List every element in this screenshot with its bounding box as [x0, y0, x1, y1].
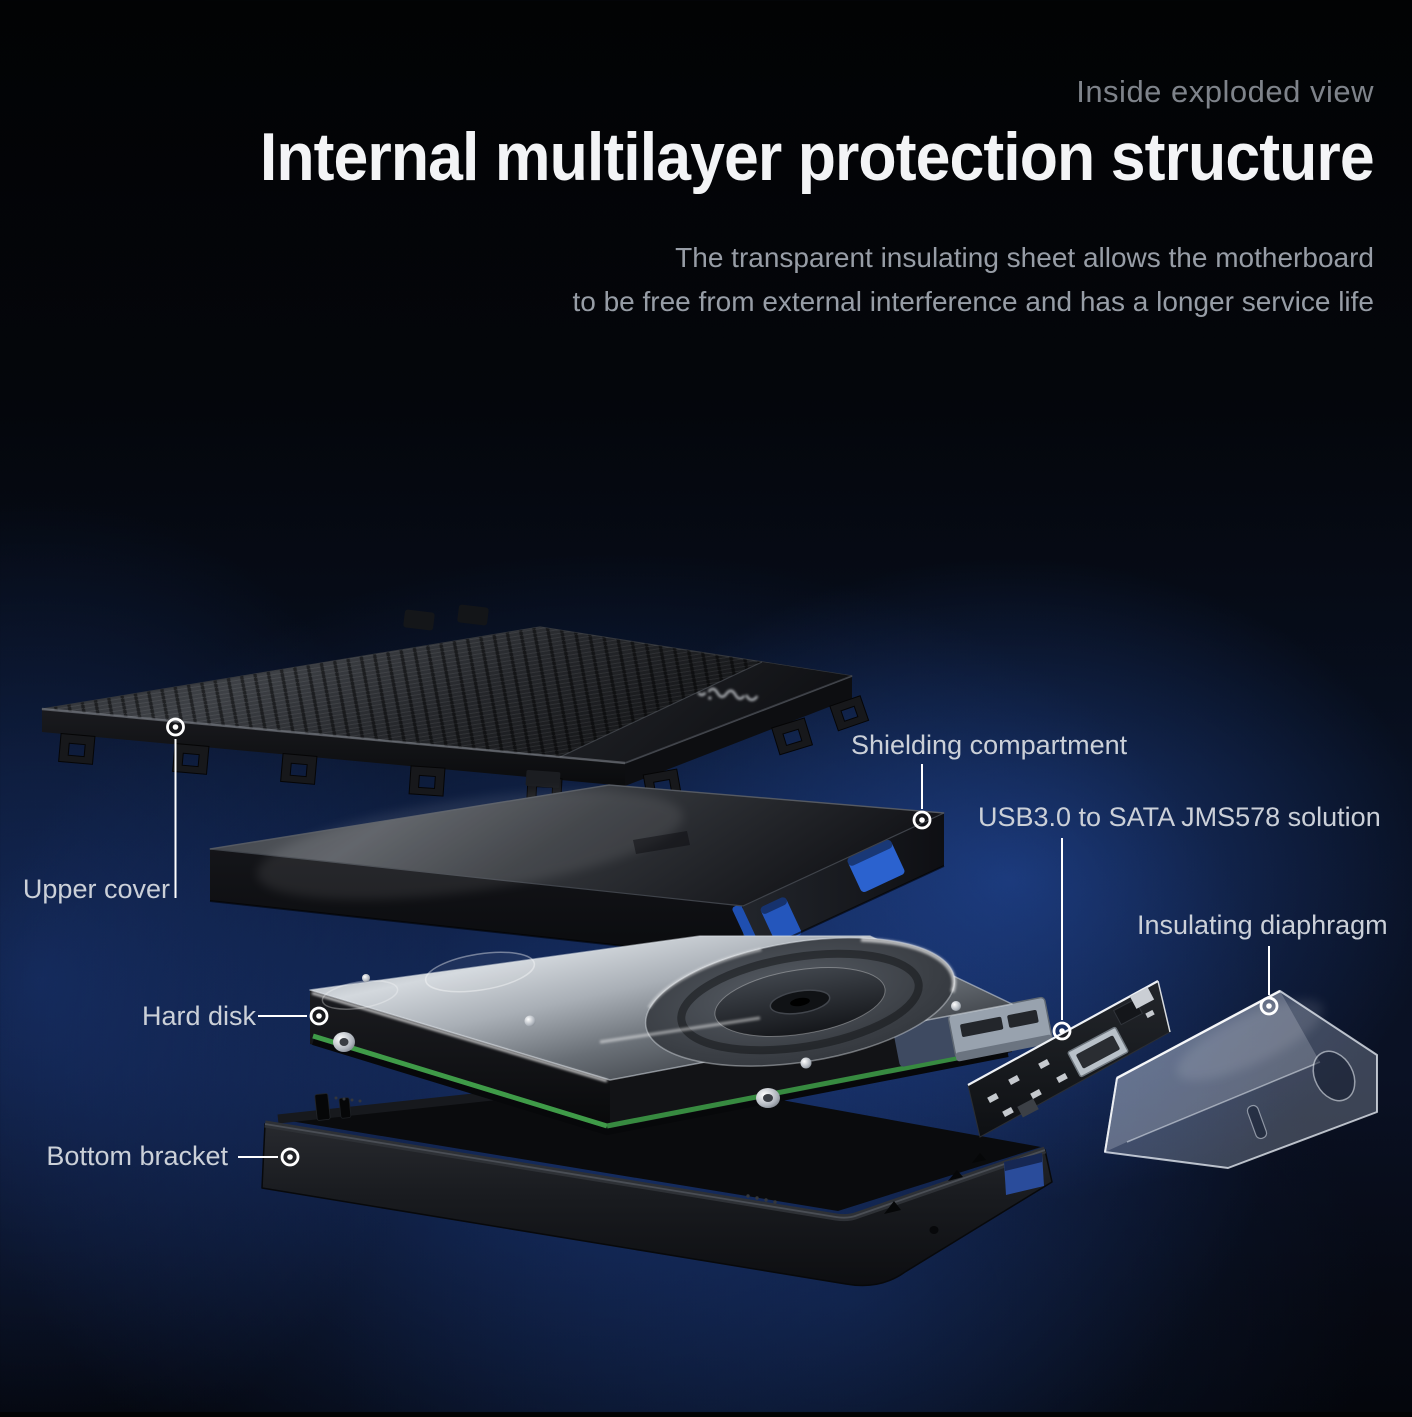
callout-label-shielding-compartment: Shielding compartment — [851, 730, 1128, 760]
callout-marker-upper-cover — [166, 717, 185, 737]
brand-logo — [697, 687, 759, 702]
diaphragm-hole — [1312, 1050, 1356, 1102]
upper-cover-layer — [41, 604, 870, 808]
pcb-components — [987, 987, 1155, 1118]
callout-marker-hard-disk — [309, 1006, 329, 1026]
callout-label-upper-cover: Upper cover — [22, 874, 170, 904]
sata-connector — [891, 996, 1053, 1067]
subtitle-line-1: The transparent insulating sheet allows … — [675, 242, 1374, 273]
callout-label-usb-bridge: USB3.0 to SATA JMS578 solution — [978, 802, 1381, 832]
hard-disk-layer — [309, 935, 1053, 1136]
bridge-pcb-layer — [967, 980, 1171, 1138]
shielding-compartment-layer — [209, 769, 945, 961]
header: Inside exploded view Internal multilayer… — [163, 74, 1375, 324]
usb-port — [1067, 1026, 1129, 1078]
callout-label-bottom-bracket: Bottom bracket — [46, 1141, 228, 1171]
insulating-diaphragm-layer — [1104, 989, 1378, 1169]
callout-graphics — [166, 717, 1279, 1167]
subtitle-line-2: to be free from external interference an… — [572, 286, 1374, 317]
callout-label-hard-disk: Hard disk — [141, 1001, 256, 1031]
eyebrow-text: Inside exploded view — [1076, 74, 1374, 109]
callout-label-insulating-diaphragm: Insulating diaphragm — [1137, 910, 1388, 940]
callout-marker-bottom-bracket — [280, 1147, 300, 1167]
shield-cutouts — [732, 839, 905, 945]
callout-marker-usb — [1052, 1021, 1072, 1041]
bracket-tabs — [314, 1093, 986, 1214]
diaphragm-slot — [1246, 1104, 1268, 1140]
hdd-pcb-edge — [312, 1033, 608, 1129]
callout-marker-diaphragm — [1259, 996, 1279, 1016]
callout-marker-shielding — [912, 810, 932, 830]
bottom-bracket-layer — [261, 1073, 1053, 1287]
page-title: Internal multilayer protection structure — [260, 119, 1375, 195]
subtitle: The transparent insulating sheet allows … — [163, 236, 1374, 324]
